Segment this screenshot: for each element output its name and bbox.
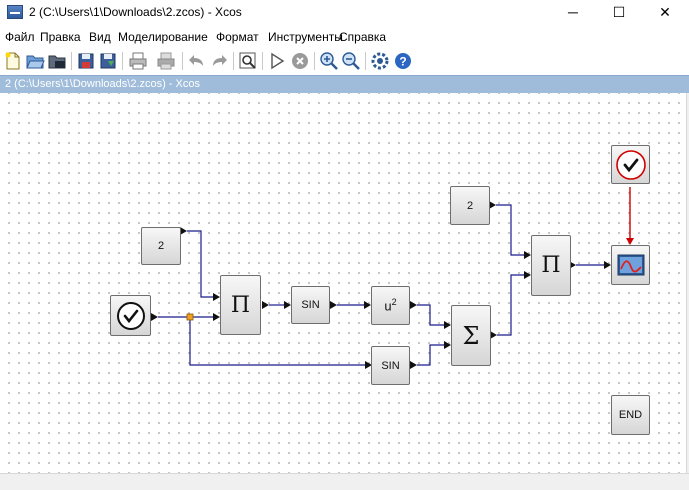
sin-block-1-label: SIN [301, 299, 320, 311]
undo-icon[interactable] [187, 51, 207, 71]
link-sin2-sum[interactable] [417, 344, 444, 366]
product-block-1-symbol: Π [230, 292, 251, 318]
const-block-1[interactable]: 2 [141, 227, 181, 265]
zoom-in-icon[interactable] [319, 51, 339, 71]
setup-icon[interactable] [370, 51, 390, 71]
redo-icon[interactable] [209, 51, 229, 71]
menu-help[interactable]: Справка [339, 30, 387, 44]
xcos-app-icon [7, 5, 23, 19]
sum-block[interactable]: Σ [451, 305, 491, 366]
zoom-out-icon[interactable] [341, 51, 361, 71]
open-in-scilab-icon[interactable] [47, 51, 67, 71]
diagram-tab[interactable]: 2 (C:\Users\1\Downloads\2.zcos) - Xcos [0, 75, 689, 93]
power-exponent: 2 [391, 297, 397, 308]
vertical-scrollbar[interactable] [686, 93, 689, 473]
sin-block-2-label: SIN [381, 359, 400, 372]
sum-block-symbol: Σ [462, 321, 480, 350]
link-const1-prod1[interactable] [187, 230, 213, 298]
link-pow-sum[interactable] [417, 304, 444, 326]
product-block-1[interactable]: Π [220, 275, 261, 335]
sin-block-2[interactable]: SIN [371, 346, 410, 385]
clock-block-2[interactable] [611, 145, 650, 184]
new-diagram-icon[interactable] [3, 51, 23, 71]
close-button[interactable]: ✕ [659, 4, 671, 20]
stop-icon[interactable] [290, 51, 310, 71]
diagram-links [151, 187, 634, 369]
print-icon[interactable] [128, 51, 148, 71]
toolbar-separator [122, 52, 123, 70]
help-icon[interactable]: ? [393, 51, 413, 71]
menu-tools[interactable]: Инструменты [268, 30, 343, 44]
menu-edit[interactable]: Правка [40, 30, 81, 44]
end-block-label: END [618, 409, 643, 421]
clock-block-1[interactable] [110, 295, 151, 336]
product-block-2[interactable]: Π [531, 235, 571, 296]
minimize-button[interactable]: ─ [568, 4, 578, 20]
menu-view[interactable]: Вид [89, 30, 111, 44]
toolbar-separator [233, 52, 234, 70]
scope-block[interactable] [611, 245, 650, 285]
fit-diagram-icon[interactable] [238, 51, 258, 71]
clock-icon [615, 149, 646, 180]
clock-icon [116, 301, 145, 330]
toolbar-separator [365, 52, 366, 70]
title-bar: 2 (C:\Users\1\Downloads\2.zcos) - Xcos ─… [0, 0, 689, 26]
save-icon[interactable] [76, 51, 96, 71]
horizontal-scrollbar[interactable] [0, 473, 689, 490]
link-clock-sin2[interactable] [189, 317, 365, 366]
start-icon[interactable] [267, 51, 287, 71]
diagram-tab-label: 2 (C:\Users\1\Downloads\2.zcos) - Xcos [5, 78, 201, 90]
diagram-canvas[interactable]: 2 Π SIN u2 SIN Σ 2 Π EN [0, 93, 686, 473]
power-block-label: u2 [384, 297, 396, 313]
const-block-2-value: 2 [466, 199, 474, 212]
toolbar-separator [314, 52, 315, 70]
scope-graph-icon [617, 254, 644, 276]
link-split-point[interactable] [186, 313, 194, 321]
window-title: 2 (C:\Users\1\Downloads\2.zcos) - Xcos [29, 5, 242, 19]
menu-file[interactable]: Файл [5, 30, 35, 44]
svg-text:?: ? [399, 55, 406, 69]
link-sum-prod2[interactable] [497, 274, 524, 336]
menu-simulation[interactable]: Моделирование [118, 30, 208, 44]
product-block-2-symbol: Π [541, 253, 561, 278]
sin-block-1[interactable]: SIN [291, 286, 330, 324]
const-block-2[interactable]: 2 [450, 186, 490, 225]
toolbar-separator [71, 52, 72, 70]
print-disabled-icon[interactable] [156, 51, 176, 71]
save-as-icon[interactable] [98, 51, 118, 71]
toolbar-separator [262, 52, 263, 70]
open-icon[interactable] [25, 51, 45, 71]
menu-format[interactable]: Формат [216, 30, 259, 44]
maximize-button[interactable]: ☐ [612, 4, 626, 20]
menu-bar: Файл Правка Вид Моделирование Формат Инс… [0, 29, 689, 47]
link-const2-prod2[interactable] [496, 204, 524, 256]
power-block[interactable]: u2 [371, 286, 410, 325]
const-block-1-value: 2 [157, 240, 165, 252]
power-base: u [384, 298, 392, 314]
end-block[interactable]: END [611, 395, 650, 435]
toolbar-separator [182, 52, 183, 70]
toolbar: ? [0, 49, 689, 73]
